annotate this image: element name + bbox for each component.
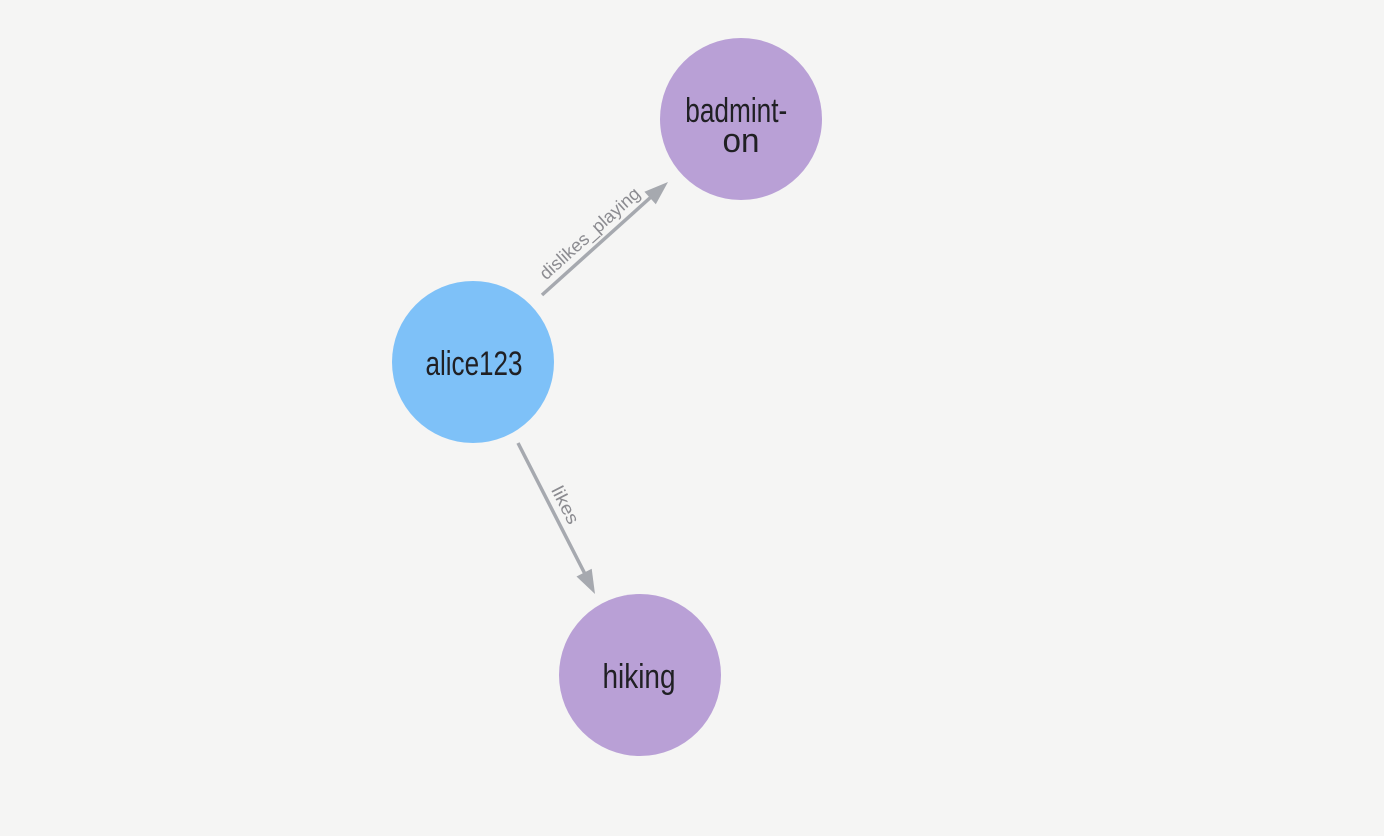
arrowhead-icon: [644, 182, 668, 205]
node-circle-hiking[interactable]: [559, 594, 721, 756]
node-alice123[interactable]: alice123: [392, 281, 554, 443]
edge-line-dislikes-playing[interactable]: [540, 195, 653, 297]
node-circle-alice123[interactable]: [392, 281, 554, 443]
arrowhead-icon: [576, 568, 595, 594]
node-badminton[interactable]: badmint- on: [660, 38, 822, 200]
node-hiking[interactable]: hiking: [559, 594, 721, 756]
node-circle-badminton[interactable]: [660, 38, 822, 200]
edge-line-likes[interactable]: [516, 442, 587, 575]
